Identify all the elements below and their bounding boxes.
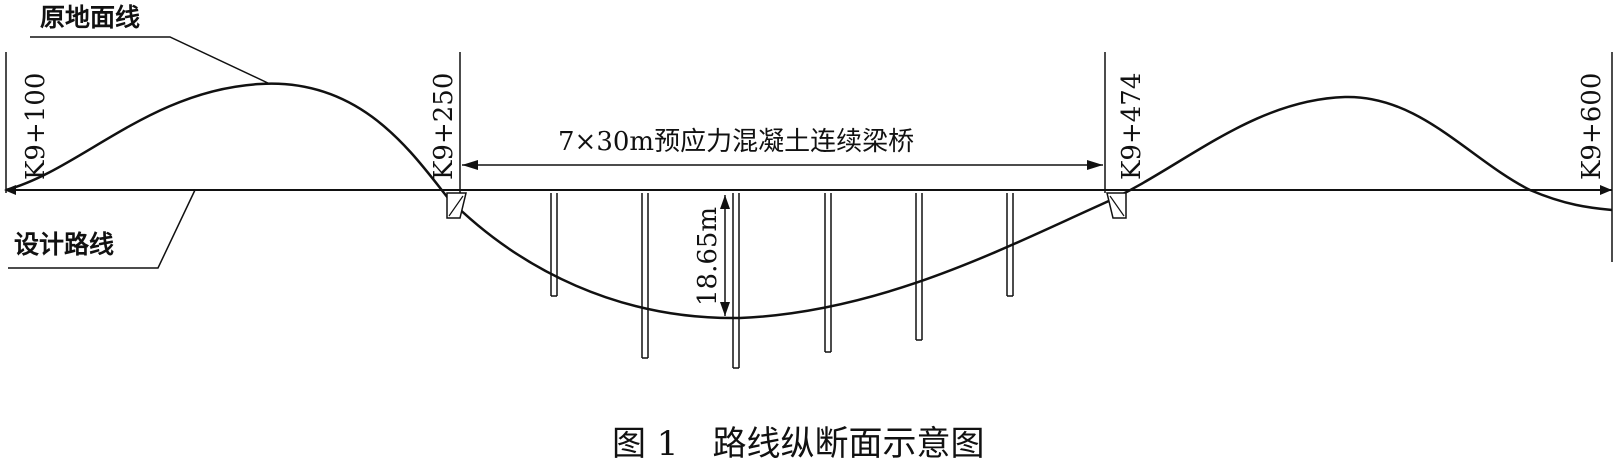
station-label-k9-600: K9+600 — [1577, 73, 1607, 180]
bridge-span-arrow-right — [1087, 160, 1103, 170]
figure-caption: 图 1 路线纵断面示意图 — [612, 424, 984, 464]
station-label-k9-474: K9+474 — [1117, 73, 1147, 180]
ground-line — [5, 82, 1613, 320]
pier-1 — [550, 193, 558, 297]
pier-6 — [1006, 193, 1014, 297]
station-label-k9-100: K9+100 — [21, 73, 51, 180]
ground-line-label: 原地面线 — [40, 3, 140, 32]
design-line-arrow-right — [1600, 185, 1612, 195]
abutment-left-hatch — [448, 195, 464, 217]
bridge-span-arrow-left — [462, 160, 478, 170]
pier-height-arrow-bottom — [720, 302, 730, 316]
design-line-label: 设计路线 — [14, 230, 114, 259]
pier-2 — [641, 193, 649, 359]
pier-4 — [824, 193, 832, 353]
pier-height-label: 18.65m — [693, 207, 723, 306]
abutment-right-hatch — [1109, 195, 1125, 217]
bridge-label: 7×30m预应力混凝土连续梁桥 — [558, 127, 914, 157]
design-line-leader — [8, 189, 196, 269]
station-label-k9-250: K9+250 — [429, 73, 459, 180]
pier-height-arrow-top — [720, 195, 730, 209]
ground-line-leader — [30, 36, 271, 85]
pier-3 — [732, 193, 740, 369]
pier-5 — [915, 193, 923, 341]
